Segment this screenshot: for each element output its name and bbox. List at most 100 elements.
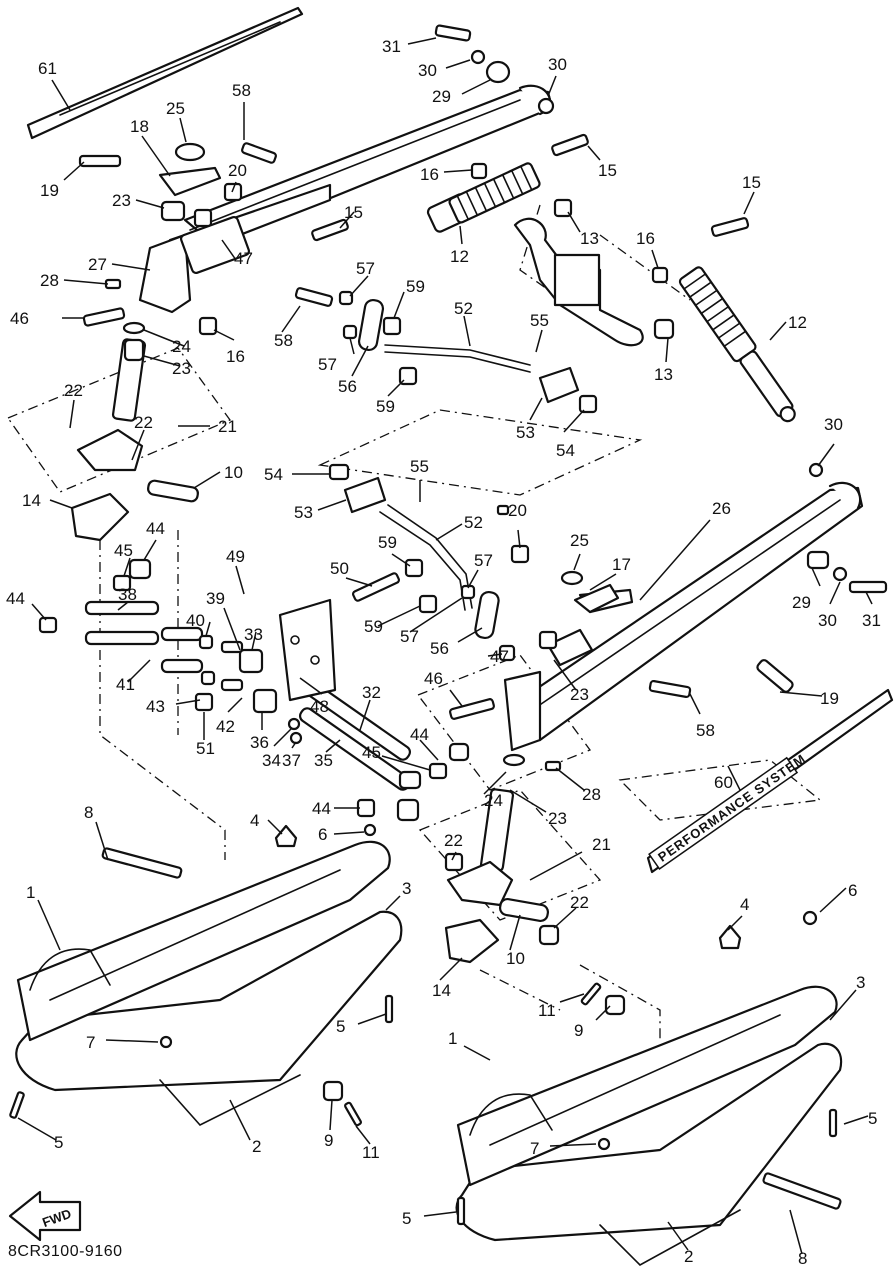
callout-47: 47 <box>234 249 253 268</box>
callout-32: 32 <box>362 683 381 702</box>
callout-28: 28 <box>582 785 601 804</box>
ski-stopper-upper <box>70 492 130 542</box>
callout-3: 3 <box>856 973 865 992</box>
callout-24: 24 <box>484 791 503 810</box>
callout-7: 7 <box>86 1033 95 1052</box>
callout-11: 11 <box>362 1143 380 1162</box>
callout-50: 50 <box>330 559 349 578</box>
callout-18: 18 <box>130 117 149 136</box>
callout-22: 22 <box>570 893 589 912</box>
callout-52: 52 <box>464 513 483 532</box>
decal-61 <box>26 6 304 140</box>
callout-30: 30 <box>418 61 437 80</box>
callout-42: 42 <box>216 717 235 736</box>
decal-text: PERFORMANCE SYSTEM <box>655 751 809 865</box>
callout-30: 30 <box>824 415 843 434</box>
callout-22: 22 <box>134 413 153 432</box>
callout-55: 55 <box>530 311 549 330</box>
callout-59: 59 <box>406 277 425 296</box>
callout-3: 3 <box>402 879 411 898</box>
callout-54: 54 <box>264 465 283 484</box>
callout-9: 9 <box>324 1131 333 1150</box>
callout-35: 35 <box>314 751 333 770</box>
callout-4: 4 <box>250 811 259 830</box>
callout-57: 57 <box>356 259 375 278</box>
callout-55: 55 <box>410 457 429 476</box>
callout-29: 29 <box>792 593 811 612</box>
drawing-code: 8CR3100-9160 <box>8 1243 123 1260</box>
forward-arrow-icon: FWD <box>8 1190 82 1242</box>
callout-5: 5 <box>402 1209 411 1228</box>
callout-25: 25 <box>570 531 589 550</box>
callout-59: 59 <box>378 533 397 552</box>
front-pivot-arm-upper <box>138 142 251 314</box>
callout-44: 44 <box>146 519 165 538</box>
ski-spindle-lower <box>446 788 515 907</box>
decal-60: PERFORMANCE SYSTEM <box>646 688 894 874</box>
callout-53: 53 <box>516 423 535 442</box>
callout-2: 2 <box>684 1247 693 1266</box>
callout-45: 45 <box>362 743 381 762</box>
callout-24: 24 <box>172 337 191 356</box>
callout-15: 15 <box>742 173 761 192</box>
callout-56: 56 <box>338 377 357 396</box>
callout-16: 16 <box>636 229 655 248</box>
hardware <box>9 24 888 1226</box>
callout-5: 5 <box>336 1017 345 1036</box>
callout-28: 28 <box>40 271 59 290</box>
callout-14: 14 <box>22 491 41 510</box>
callout-30: 30 <box>548 55 567 74</box>
callout-10: 10 <box>224 463 243 482</box>
callout-56: 56 <box>430 639 449 658</box>
callout-47: 47 <box>490 647 509 666</box>
callout-8: 8 <box>84 803 93 822</box>
ski-spindle-upper <box>76 338 147 472</box>
callout-53: 53 <box>294 503 313 522</box>
callout-22: 22 <box>444 831 463 850</box>
callout-6: 6 <box>848 881 857 900</box>
callout-7: 7 <box>530 1139 539 1158</box>
callout-16: 16 <box>420 165 439 184</box>
callout-23: 23 <box>548 809 567 828</box>
callout-43: 43 <box>146 697 165 716</box>
callout-44: 44 <box>6 589 25 608</box>
callout-26: 26 <box>712 499 731 518</box>
callout-15: 15 <box>598 161 617 180</box>
callout-1: 1 <box>26 883 35 902</box>
callout-40: 40 <box>186 611 205 630</box>
callout-10: 10 <box>506 949 525 968</box>
callout-19: 19 <box>40 181 59 200</box>
callout-17: 17 <box>612 555 631 574</box>
callout-21: 21 <box>218 417 237 436</box>
callout-61: 61 <box>38 59 57 78</box>
callout-23: 23 <box>570 685 589 704</box>
callout-34: 34 <box>262 751 281 770</box>
callout-57: 57 <box>400 627 419 646</box>
callout-49: 49 <box>226 547 245 566</box>
callout-12: 12 <box>788 313 807 332</box>
callout-39: 39 <box>206 589 225 608</box>
callout-36: 36 <box>250 733 269 752</box>
callout-57: 57 <box>474 551 493 570</box>
callout-59: 59 <box>364 617 383 636</box>
callout-30: 30 <box>818 611 837 630</box>
callout-41: 41 <box>116 675 135 694</box>
callout-21: 21 <box>592 835 611 854</box>
callout-58: 58 <box>232 81 251 100</box>
callout-31: 31 <box>382 37 401 56</box>
callout-9: 9 <box>574 1021 583 1040</box>
shock-absorber-right <box>678 266 796 423</box>
ski-left <box>15 840 403 1126</box>
callout-1: 1 <box>448 1029 457 1048</box>
callout-22: 22 <box>64 381 83 400</box>
callout-58: 58 <box>696 721 715 740</box>
callout-23: 23 <box>112 191 131 210</box>
callout-labels: 31 30 30 29 61 25 58 18 20 19 23 16 15 1… <box>6 37 881 1268</box>
callout-46: 46 <box>10 309 29 328</box>
callout-57: 57 <box>318 355 337 374</box>
callout-51: 51 <box>196 739 215 758</box>
callout-20: 20 <box>508 501 527 520</box>
ski-right <box>455 985 843 1266</box>
callout-5: 5 <box>54 1133 63 1152</box>
